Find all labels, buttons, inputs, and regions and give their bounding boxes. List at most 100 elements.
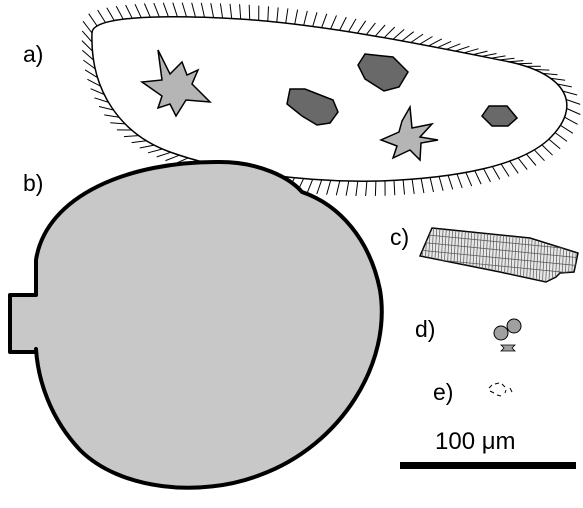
cilium [98, 10, 106, 23]
cilium [132, 141, 147, 143]
sphere-left [494, 326, 508, 340]
cilium [534, 150, 544, 161]
cilium [220, 3, 222, 18]
cilium [429, 39, 442, 46]
cilium [421, 178, 424, 193]
cilium [402, 32, 414, 41]
cilium [304, 11, 308, 25]
cilium [430, 178, 433, 193]
cilium [110, 123, 125, 124]
cilium [349, 19, 357, 32]
striation [414, 220, 418, 290]
cilium [83, 21, 92, 33]
cilium [567, 109, 581, 115]
cilium [144, 4, 150, 18]
cilium [268, 6, 269, 21]
cilium [82, 41, 93, 52]
cilium [286, 8, 288, 23]
cilium [473, 51, 487, 55]
cilium [322, 14, 327, 28]
cilium [154, 3, 160, 17]
cilium [230, 4, 232, 19]
cilium [403, 180, 404, 195]
cilium [542, 145, 553, 155]
spheres-d [494, 319, 521, 351]
cilium [89, 14, 97, 26]
cilium [501, 164, 509, 177]
cilium [484, 169, 491, 182]
cilium [307, 179, 313, 193]
cilium [82, 31, 92, 42]
cilium [135, 4, 141, 17]
cilium [340, 17, 347, 30]
cilium [475, 171, 481, 184]
panel-label-d: d) [415, 318, 435, 341]
cilium [439, 177, 443, 191]
cilium [249, 5, 250, 20]
cilium [173, 3, 178, 17]
tiny-cell-e [489, 383, 512, 396]
panel-label-a: a) [23, 43, 43, 66]
cilium [526, 154, 536, 165]
cilium [466, 172, 472, 186]
cilium [192, 3, 196, 17]
cilium [560, 125, 573, 133]
panel-label-b: b) [23, 172, 43, 195]
cilium [555, 133, 567, 142]
cilium [163, 3, 168, 17]
cilium [375, 181, 376, 196]
cilium [346, 181, 349, 196]
cilium [327, 180, 331, 194]
cilium [393, 29, 404, 39]
cilium [201, 3, 204, 17]
cilium [518, 158, 527, 170]
cilium [295, 10, 298, 25]
sphere-bar [501, 345, 515, 351]
sphere-right [507, 319, 521, 333]
cilium [336, 181, 340, 195]
cilium [492, 167, 499, 180]
cilium [464, 49, 478, 53]
large-cell-b [10, 162, 382, 488]
cilium [357, 21, 365, 33]
cilium [356, 181, 358, 196]
cilium [394, 180, 395, 195]
cilium [140, 145, 155, 148]
panel-label-e: e) [433, 381, 453, 404]
cilium [549, 139, 560, 149]
cilium [157, 152, 171, 157]
cilium [313, 12, 317, 26]
scale-bar-label: 100 μm [435, 430, 516, 454]
cilium [148, 149, 162, 153]
cilium [455, 46, 469, 51]
cilium [277, 7, 278, 22]
cilium [510, 161, 519, 173]
cilium [124, 136, 139, 137]
cilium [126, 5, 133, 18]
cilium [331, 15, 337, 29]
striated-cell-c [414, 220, 582, 290]
cilium [116, 6, 123, 19]
cilium [366, 23, 375, 35]
cilium [240, 4, 241, 19]
cilium [482, 54, 497, 57]
cilium [211, 3, 214, 18]
panel-label-c: c) [390, 226, 409, 249]
cilium [375, 25, 385, 36]
cilium [411, 34, 423, 42]
cilium [384, 27, 395, 38]
cilium [457, 174, 462, 188]
cilium [565, 117, 578, 124]
cilium [412, 179, 414, 194]
cilium [438, 41, 452, 47]
cilium [566, 100, 580, 105]
cilium [166, 155, 180, 160]
cilium [446, 44, 460, 50]
cilium [448, 175, 453, 189]
cilium [366, 181, 367, 196]
scale-bar-line [400, 462, 576, 469]
cilium [420, 37, 433, 45]
cilium [182, 3, 186, 17]
cilium [107, 8, 115, 21]
